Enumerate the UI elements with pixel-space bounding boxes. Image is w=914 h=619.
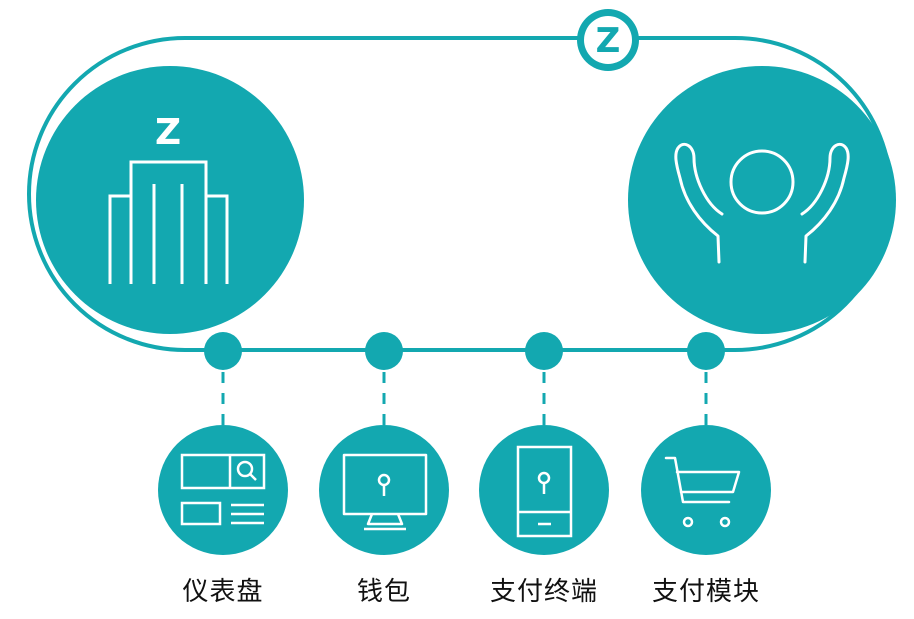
connector-1 (204, 332, 242, 432)
brand-badge: Z (577, 9, 639, 71)
connection-loop (27, 36, 893, 352)
module-dashboard (158, 425, 288, 555)
connector-4 (687, 332, 725, 432)
module-label-terminal: 支付终端 (489, 577, 598, 607)
customer-node (628, 66, 896, 334)
shopping-cart-icon (664, 456, 741, 528)
connector-2 (365, 332, 403, 432)
office-building-icon: Z (108, 112, 229, 284)
dashboard-icon (180, 453, 266, 526)
module-label-cart: 支付模块 (651, 577, 760, 607)
brand-logo-letter: Z (596, 21, 621, 61)
business-node: Z (36, 66, 304, 334)
module-terminal (479, 425, 609, 555)
module-label-wallet: 钱包 (356, 577, 411, 607)
person-arms-raised-icon (674, 142, 850, 264)
connector-3 (525, 332, 563, 432)
mobile-terminal-icon (516, 445, 573, 538)
building-logo-letter: Z (155, 112, 181, 153)
module-cart (641, 425, 771, 555)
module-wallet (319, 425, 449, 555)
module-label-dashboard: 仪表盘 (182, 577, 264, 607)
monitor-key-icon (342, 453, 428, 531)
